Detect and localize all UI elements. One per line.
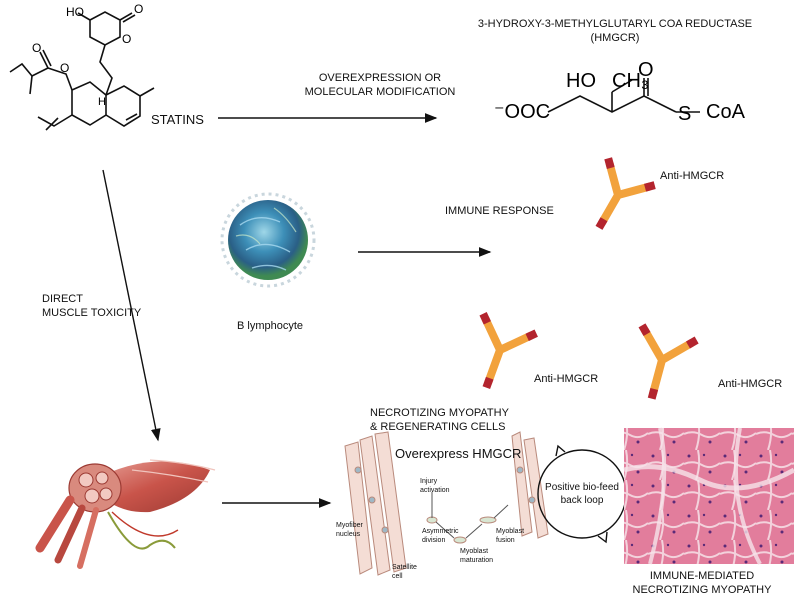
statin-o-ring-label: O (122, 32, 131, 46)
anti-hmgcr-left-label: Anti-HMGCR (534, 373, 599, 385)
hmgcr-title-line2: (HMGCR) (590, 31, 640, 44)
hmgcr-ch3-label: CH₃ (612, 70, 649, 92)
injury-line2: activation (420, 486, 450, 494)
myofiber-nucleus-label: Myofiber nucleus (336, 522, 363, 540)
asym-line2: division (422, 536, 446, 544)
myoblast-fusion-label: Myoblast fusion (496, 528, 524, 546)
myofiber-line2: nucleus (336, 530, 361, 538)
immune-response-label: IMMUNE RESPONSE (445, 205, 554, 217)
statin-o-ester2-label: O (60, 61, 69, 75)
hmgcr-ho-label: HO (566, 70, 596, 92)
asymmetric-division-label: Asymmetric division (422, 528, 459, 546)
hmgcr-title: 3-HYDROXY-3-METHYLGLUTARYL COA REDUCTASE… (455, 18, 775, 46)
asym-line1: Asymmetric (422, 528, 459, 535)
injury-line1: Injury (420, 478, 438, 485)
feedback-loop-line1: Positive bio-feed (545, 482, 619, 493)
hmgcr-o-label: O (638, 59, 654, 81)
histology-caption-line1: IMMUNE-MEDIATED (649, 570, 755, 582)
overexpression-label: OVEREXPRESSION OR MOLECULAR MODIFICATION (280, 72, 480, 100)
myoblast-maturation-label: Myoblast maturation (460, 548, 493, 566)
b-lymphocyte-icon (220, 192, 316, 288)
necrotizing-title-line2: & REGENERATING CELLS (370, 420, 506, 433)
regeneration-schematic (344, 431, 549, 576)
anti-hmgcr-right-label: Anti-HMGCR (718, 378, 783, 390)
hmgcr-coa-label: CoA (706, 101, 746, 123)
feedback-loop-label: Positive bio-feed back loop (544, 482, 620, 507)
hmgcr-structure (547, 78, 700, 113)
satellite-line1: Satellite (392, 564, 417, 571)
satellite-line2: cell (392, 572, 403, 580)
muscle-icon (35, 459, 216, 569)
injury-activation-label: Injury activation (420, 478, 450, 496)
overexpress-hmgcr-label: Overexpress HMGCR (395, 446, 522, 461)
statin-o-ester-label: O (32, 41, 41, 55)
maturation-line1: Myoblast (460, 548, 489, 555)
maturation-line2: maturation (460, 556, 494, 564)
statins-label: STATINS (151, 112, 204, 127)
satellite-cell-label: Satellite cell (392, 564, 417, 582)
antibody-top-icon (595, 157, 656, 230)
statin-structure (9, 11, 155, 131)
fusion-line2: fusion (496, 536, 515, 544)
anti-hmgcr-top-label: Anti-HMGCR (660, 170, 725, 182)
direct-toxicity-arrow (102, 169, 161, 442)
histology-caption: IMMUNE-MEDIATED NECROTIZING MYOPATHY (604, 570, 800, 598)
antibody-left-icon (479, 312, 538, 389)
direct-toxicity-line2: MUSCLE TOXICITY (42, 306, 142, 319)
statin-o-ketone-label: O (134, 2, 143, 16)
overexpression-label-line2: MOLECULAR MODIFICATION (304, 85, 456, 98)
histology-image (623, 427, 796, 565)
histology-caption-line2: NECROTIZING MYOPATHY (632, 583, 772, 596)
necrotizing-title: NECROTIZING MYOPATHY & REGENERATING CELL… (370, 407, 509, 435)
antibody-right-icon (638, 323, 699, 400)
b-lymphocyte-label: B lymphocyte (237, 320, 304, 332)
hmgcr-s-label: S (678, 103, 691, 125)
myofiber-line1: Myofiber (336, 522, 363, 529)
direct-toxicity-label: DIRECT MUSCLE TOXICITY (42, 293, 141, 321)
overexpression-label-line1: OVEREXPRESSION OR (318, 72, 442, 84)
necrotizing-title-line1: NECROTIZING MYOPATHY (370, 407, 509, 419)
feedback-loop-line2: back loop (560, 494, 604, 506)
direct-toxicity-line1: DIRECT (42, 293, 83, 305)
hmgcr-title-line1: 3-HYDROXY-3-METHYLGLUTARYL COA REDUCTASE (477, 18, 753, 30)
fusion-line1: Myoblast (496, 528, 525, 535)
statin-h-label: H (98, 96, 106, 108)
statin-ho-label: HO (66, 5, 84, 19)
hmgcr-ooc-label: ⁻OOC (494, 101, 550, 123)
